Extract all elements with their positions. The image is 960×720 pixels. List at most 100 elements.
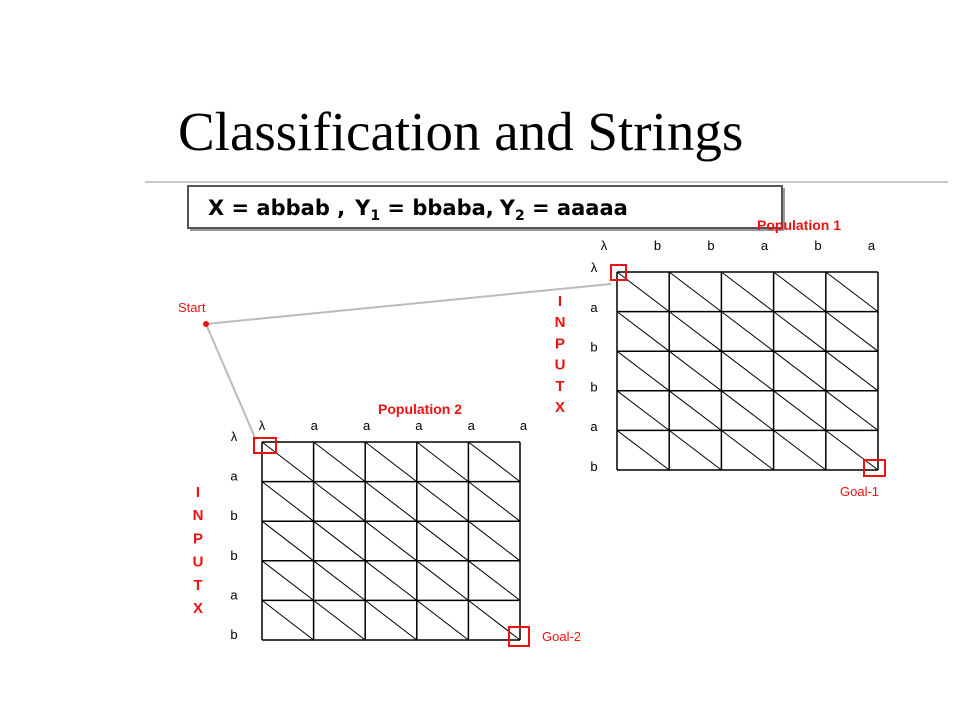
column-header: a	[520, 418, 528, 433]
p1-cell-diagonal	[616, 390, 670, 431]
p1-cell-diagonal	[773, 311, 827, 352]
p1-cell-diagonal	[773, 430, 827, 471]
formula-y2-val: = aaaaa	[525, 196, 628, 220]
p1-cell-diagonal	[825, 271, 879, 312]
goal-1-label: Goal-1	[840, 484, 879, 499]
p1-cell-diagonal	[616, 350, 670, 392]
input-x-letter: U	[193, 554, 204, 571]
population-2-start-cell-marker	[253, 437, 277, 454]
column-header: a	[761, 238, 769, 253]
row-header: b	[230, 627, 237, 642]
row-header: a	[590, 419, 598, 434]
row-header: b	[230, 548, 237, 563]
goal-2-label: Goal-2	[542, 629, 581, 644]
input-x-letter: N	[555, 314, 566, 331]
p2-cell-diagonal	[468, 481, 521, 522]
population-2-row-headers: λ a b b a b	[230, 429, 238, 642]
column-header: b	[654, 238, 661, 253]
input-x-letter: X	[555, 399, 565, 416]
p1-cell-diagonal	[825, 390, 879, 431]
p2-cell-diagonal	[261, 600, 314, 641]
p1-cell-diagonal	[668, 271, 722, 312]
row-header: b	[590, 340, 597, 355]
input-x-letter: P	[193, 530, 203, 547]
population-2-label: Population 2	[378, 401, 462, 417]
p2-cell-diagonal	[313, 600, 366, 641]
column-header: a	[868, 238, 876, 253]
column-header: a	[311, 418, 319, 433]
population-2-grid	[261, 441, 521, 641]
formula-y2-var: Y	[499, 196, 516, 220]
population-1-start-cell-marker	[610, 264, 627, 281]
p1-cell-diagonal	[721, 311, 774, 352]
goal-1-marker	[863, 459, 886, 477]
p1-cell-diagonal	[721, 350, 774, 392]
goal-2-marker	[508, 626, 530, 647]
p2-cell-diagonal	[468, 520, 521, 562]
input-x-letter: I	[558, 293, 562, 310]
population-1-grid	[616, 271, 879, 471]
row-header: b	[590, 459, 597, 474]
p1-cell-diagonal	[721, 390, 774, 431]
p2-cell-diagonal	[364, 481, 418, 522]
connector-to-population-2	[205, 323, 257, 441]
input-x-letter: X	[193, 600, 203, 617]
column-header: b	[707, 238, 714, 253]
start-dot	[203, 321, 209, 327]
input-x-letter: P	[555, 335, 565, 352]
p1-cell-diagonal	[825, 350, 879, 392]
input-x-letter: N	[193, 507, 204, 524]
p2-cell-diagonal	[261, 560, 314, 601]
input-x-letter: T	[555, 378, 564, 395]
formula-box: X = abbab ,Y1 = bbaba,Y2 = aaaaa	[187, 185, 785, 231]
p1-cell-diagonal	[668, 430, 722, 471]
p1-cell-diagonal	[668, 311, 722, 352]
p2-cell-diagonal	[261, 520, 314, 562]
p1-cell-diagonal	[825, 311, 879, 352]
p2-cell-diagonal	[468, 441, 521, 482]
input-x-letter: T	[193, 577, 202, 594]
input-x-letter: I	[196, 484, 200, 501]
p1-cell-diagonal	[773, 271, 827, 312]
row-header: b	[230, 508, 237, 523]
formula-y2-sub: 2	[515, 208, 525, 224]
slide-title: Classification and Strings	[178, 101, 743, 162]
p1-cell-diagonal	[773, 390, 827, 431]
p2-cell-diagonal	[416, 560, 469, 601]
p2-cell-diagonal	[313, 560, 366, 601]
p1-cell-diagonal	[616, 311, 670, 352]
column-header: λ	[601, 238, 608, 253]
p2-cell-diagonal	[416, 600, 469, 641]
row-header: a	[230, 469, 238, 484]
connector-to-population-1	[205, 283, 612, 325]
column-header: a	[363, 418, 371, 433]
p2-cell-diagonal	[364, 520, 418, 562]
formula-x: X = abbab ,	[208, 196, 345, 220]
p2-cell-diagonal	[313, 520, 366, 562]
column-header: b	[814, 238, 821, 253]
column-header: a	[468, 418, 476, 433]
row-header: λ	[231, 429, 238, 444]
p1-cell-diagonal	[616, 430, 670, 471]
formula-y1-val: = bbaba,	[380, 196, 494, 220]
p2-cell-diagonal	[261, 441, 314, 482]
p2-cell-diagonal	[313, 481, 366, 522]
p1-cell-diagonal	[668, 350, 722, 392]
p1-cell-diagonal	[721, 430, 774, 471]
formula-y1-sub: 1	[370, 208, 380, 224]
input-x-letter: U	[555, 357, 566, 374]
p1-cell-diagonal	[668, 390, 722, 431]
column-header: a	[415, 418, 423, 433]
column-header: λ	[259, 418, 266, 433]
p2-cell-diagonal	[468, 600, 521, 641]
row-header: a	[230, 587, 238, 602]
start-node: Start	[178, 283, 612, 441]
p2-cell-diagonal	[364, 441, 418, 482]
formula-y1-var: Y	[354, 196, 371, 220]
row-header: a	[590, 300, 598, 315]
